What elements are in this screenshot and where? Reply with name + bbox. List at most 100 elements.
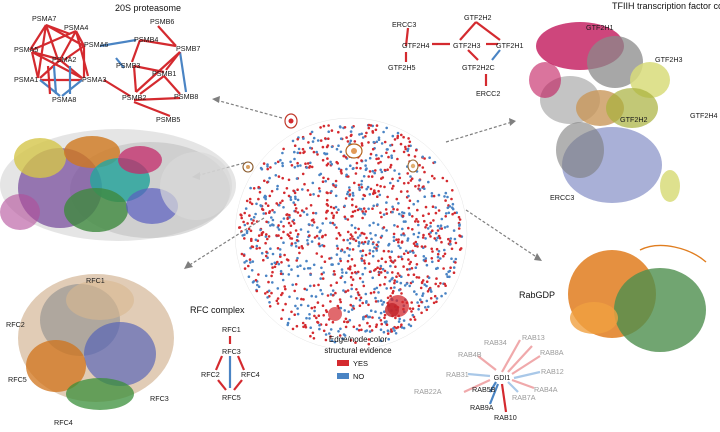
network-node: [451, 189, 454, 192]
network-node: [380, 177, 383, 180]
network-node: [436, 236, 439, 240]
structure-label-rfc3: RFC3: [150, 394, 169, 403]
arrow-to-rabgdp: [465, 209, 539, 259]
network-node: [275, 299, 279, 303]
network-node: [291, 139, 295, 143]
network-node: [286, 233, 290, 236]
rabgdp-title: RabGDP: [519, 290, 555, 300]
network-node: [331, 221, 335, 225]
node-label-ercc3: ERCC3: [392, 20, 416, 29]
network-node: [442, 254, 445, 258]
network-node: [414, 240, 418, 244]
network-node: [255, 289, 259, 293]
network-node: [367, 262, 371, 265]
network-node: [294, 195, 297, 199]
network-node: [415, 242, 419, 246]
network-node: [373, 191, 377, 195]
network-node: [364, 315, 368, 318]
network-node: [413, 155, 417, 158]
network-node: [435, 300, 438, 304]
network-node: [367, 141, 370, 144]
network-node: [411, 215, 414, 218]
network-node: [299, 214, 302, 217]
network-node: [389, 294, 392, 298]
network-node: [373, 287, 376, 291]
network-node: [436, 252, 440, 256]
network-node: [409, 175, 412, 178]
network-node: [281, 199, 284, 203]
network-node: [310, 165, 314, 169]
network-node: [322, 271, 326, 274]
network-node: [361, 136, 365, 139]
network-node: [321, 277, 325, 280]
network-node: [304, 162, 307, 165]
network-node: [296, 164, 300, 168]
network-node: [430, 174, 434, 178]
network-node: [344, 197, 348, 200]
node-label-ercc2: ERCC2: [476, 89, 500, 98]
network-node: [351, 210, 355, 214]
network-node: [252, 219, 255, 222]
node-label-gtf2h3: GTF2H3: [453, 41, 481, 50]
network-node: [252, 187, 256, 190]
network-node: [409, 250, 412, 253]
network-node: [359, 296, 363, 300]
network-node: [396, 131, 400, 135]
network-node: [319, 139, 323, 142]
node-label-rab22a: RAB22A: [414, 387, 442, 396]
network-node: [306, 162, 310, 165]
network-node: [394, 316, 397, 320]
network-node: [310, 240, 314, 243]
network-node: [425, 223, 428, 227]
network-node: [319, 229, 322, 232]
network-node: [435, 238, 438, 242]
network-node: [330, 339, 334, 343]
network-node: [272, 223, 275, 227]
network-node: [316, 139, 320, 142]
network-node: [409, 318, 412, 321]
network-node: [372, 140, 376, 144]
network-node: [248, 214, 251, 217]
network-node: [346, 190, 350, 194]
network-node: [388, 279, 392, 283]
network-node: [368, 249, 372, 252]
network-node: [339, 276, 343, 280]
network-node: [380, 215, 383, 219]
network-node: [286, 258, 290, 262]
network-node: [305, 207, 308, 210]
network-node: [419, 298, 422, 302]
network-node: [353, 181, 356, 185]
network-node: [281, 151, 284, 155]
network-node: [238, 226, 241, 229]
network-node: [407, 226, 410, 230]
network-node: [371, 242, 375, 246]
network-node: [372, 204, 376, 208]
network-node: [394, 332, 398, 335]
network-node: [378, 267, 382, 271]
network-node: [281, 291, 284, 295]
network-node: [360, 257, 363, 260]
node-label-rfc3: RFC3: [222, 347, 241, 356]
network-node: [345, 167, 348, 171]
network-node: [396, 208, 399, 211]
network-node: [412, 202, 416, 206]
network-node: [416, 199, 420, 203]
network-node: [265, 233, 268, 236]
network-node: [358, 186, 361, 189]
network-node: [295, 177, 299, 180]
network-node: [398, 176, 402, 180]
network-node: [348, 193, 352, 196]
network-node: [265, 250, 268, 254]
network-node: [301, 172, 305, 176]
proteasome-panel: 20S proteasome: [14, 3, 200, 124]
network-node: [411, 307, 415, 311]
network-node: [449, 237, 453, 240]
network-node: [336, 304, 340, 308]
network-node: [282, 217, 286, 220]
network-node: [346, 289, 350, 292]
network-node: [343, 215, 347, 219]
network-node: [329, 205, 333, 209]
network-node: [293, 150, 296, 154]
network-node: [432, 219, 435, 222]
network-node: [391, 291, 395, 295]
